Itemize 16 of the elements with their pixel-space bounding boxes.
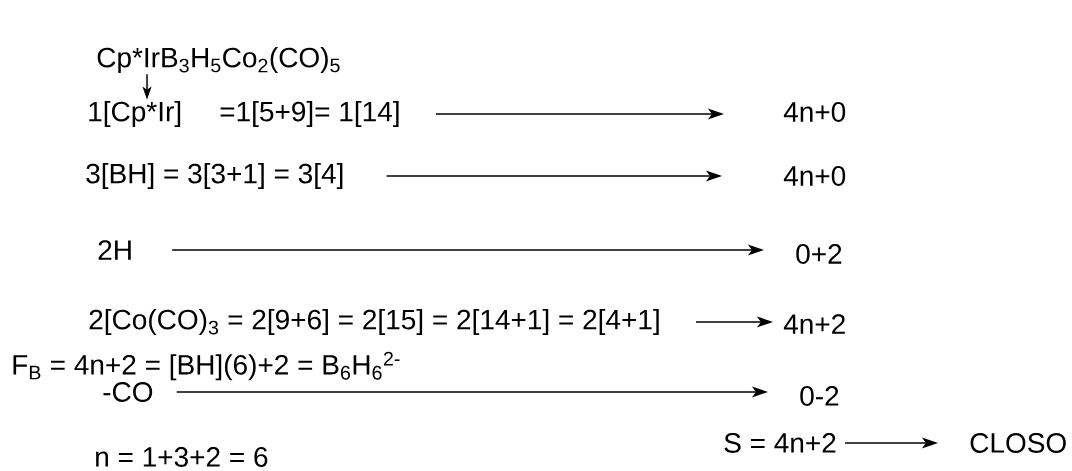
formula-text: 2[Co(CO)$_{3}$ = 2[9+6] = 2[15] = 2[14+1] = 2[4+1]	[89, 308, 659, 336]
formula-text: n = 1+3+2 = 6	[96, 447, 268, 467]
formula-text: -CO	[103, 382, 153, 402]
formula-text: 1[Cp*Ir]	[89, 100, 181, 128]
formula-text: 2H	[98, 240, 131, 260]
formula-text: 4n+0	[783, 166, 846, 186]
formula-text: 0-2	[800, 386, 839, 406]
formula-text: CLOSO	[970, 433, 1066, 453]
formula-text: 3[BH] = 3[3+1] = 3[4]	[86, 162, 343, 190]
formula-text: 0+2	[796, 244, 842, 264]
formula-text: F$_{B}$ = 4n+2 = [BH](6)+2 = B$_{6}$H$_{6}$2-	[13, 351, 400, 381]
formula-text: S = 4n+2	[724, 433, 836, 453]
formula-text: =1[5+9]= 1[14]	[220, 100, 399, 128]
formula-text: 4n+0	[783, 102, 846, 122]
formula-text: Cp*IrB$_{3}$H$_{5}$Co$_{2}$(CO)$_{5}$	[97, 46, 340, 74]
formula-text: 4n+2	[783, 314, 845, 334]
